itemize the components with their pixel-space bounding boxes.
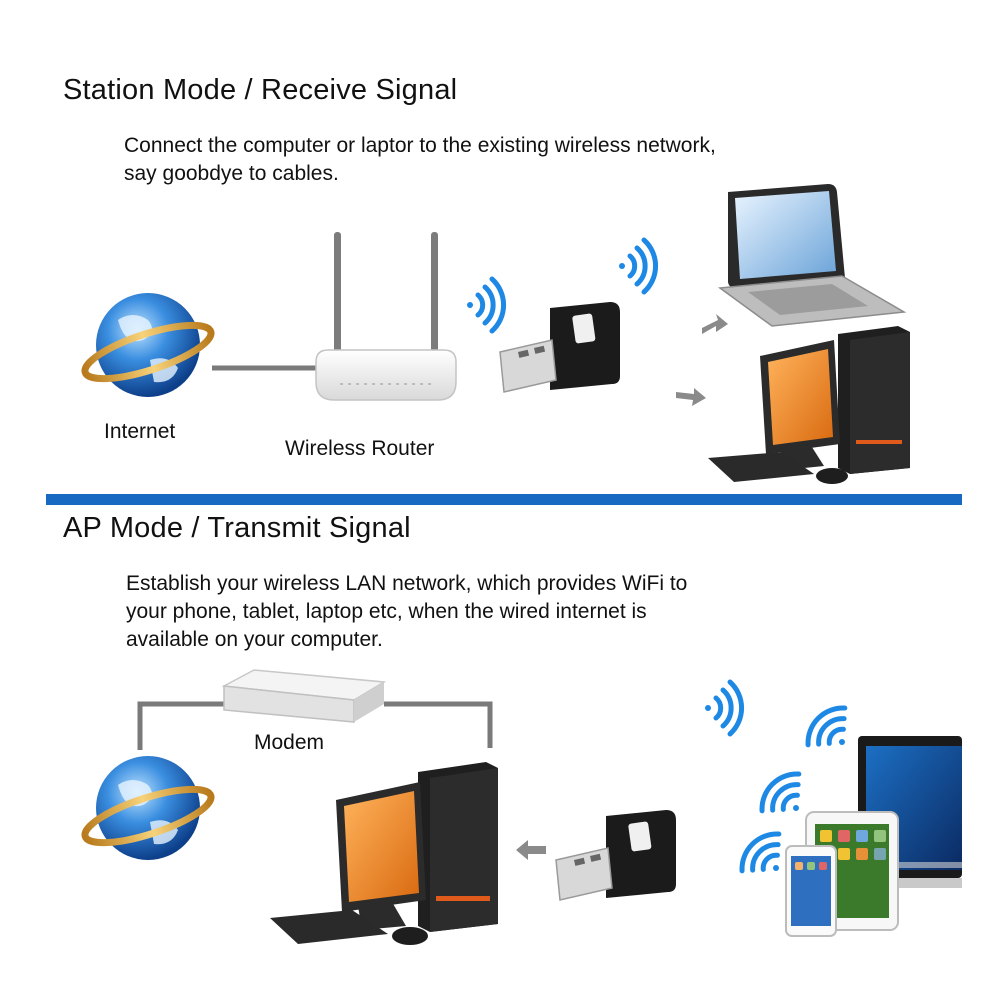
usb-adapter-icon bbox=[499, 302, 620, 393]
internet-label: Internet bbox=[104, 420, 176, 443]
wifi-signal-icon bbox=[467, 276, 507, 334]
globe-icon bbox=[81, 756, 215, 860]
wifi-signal-icon bbox=[759, 771, 802, 814]
usb-adapter-icon bbox=[555, 810, 676, 901]
modem-icon bbox=[221, 669, 387, 723]
modem-cable-left bbox=[137, 701, 226, 750]
wifi-signal-icon bbox=[805, 705, 848, 748]
modem-label: Modem bbox=[254, 731, 325, 754]
laptop-icon bbox=[717, 184, 907, 327]
station-mode-heading: Station Mode / Receive Signal bbox=[63, 74, 458, 106]
desktop-pc-icon bbox=[708, 326, 910, 484]
arrow-icon bbox=[702, 314, 728, 334]
arrow-icon bbox=[676, 388, 706, 406]
smartphone-icon bbox=[785, 845, 837, 937]
wifi-signal-icon bbox=[619, 237, 659, 295]
wifi-signal-icon bbox=[739, 831, 782, 874]
modem-cable-right bbox=[384, 701, 493, 748]
ap-mode-heading: AP Mode / Transmit Signal bbox=[63, 512, 411, 544]
desktop-pc-icon bbox=[270, 762, 498, 945]
wifi-signal-icon bbox=[705, 679, 745, 737]
router-icon bbox=[315, 232, 457, 401]
station-mode-description: Connect the computer or laptor to the ex… bbox=[124, 134, 716, 185]
arrow-icon bbox=[516, 840, 546, 860]
tablet-icon bbox=[805, 811, 899, 931]
ap-mode-description: Establish your wireless LAN network, whi… bbox=[126, 572, 688, 651]
globe-icon bbox=[81, 293, 215, 397]
section-divider bbox=[46, 494, 962, 505]
wireless-router-label: Wireless Router bbox=[285, 437, 435, 460]
